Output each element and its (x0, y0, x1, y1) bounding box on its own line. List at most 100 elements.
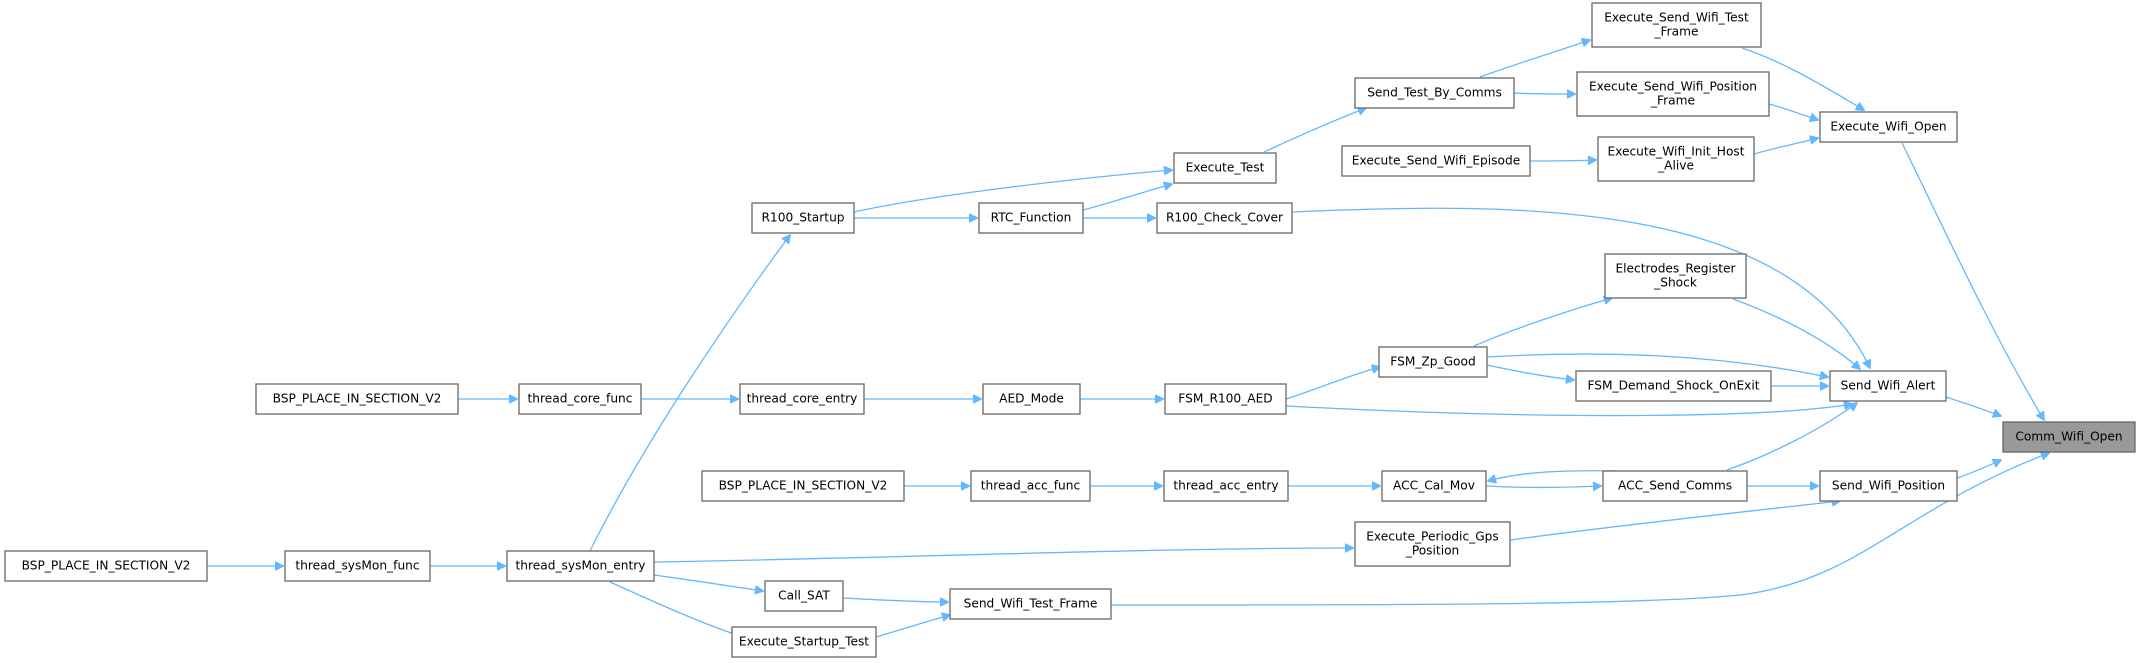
node-label: Send_Test_By_Comms (1367, 86, 1502, 100)
node-label: Execute_Periodic_Gps (1366, 530, 1499, 544)
node-box (701, 470, 905, 502)
node-label: FSM_R100_AED (1178, 392, 1272, 406)
node-thread-sysmon-func[interactable]: thread_sysMon_func (284, 550, 431, 582)
node-box (1156, 202, 1293, 234)
node-box (1819, 111, 1958, 143)
node-aed-mode[interactable]: AED_Mode (982, 383, 1081, 415)
edge-r100-check-cover-to-send-wifi-alert (1291, 207, 1870, 368)
node-execute-wifi-init-host-alive[interactable]: Execute_Wifi_Init_Host_Alive (1597, 136, 1755, 182)
node-box (506, 550, 655, 582)
node-box (1597, 136, 1755, 182)
node-label: ACC_Send_Comms (1618, 479, 1732, 493)
node-thread-sysmon-entry[interactable]: thread_sysMon_entry (506, 550, 655, 582)
node-execute-send-wifi-position-frame[interactable]: Execute_Send_Wifi_Position_Frame (1576, 71, 1770, 117)
node-send-wifi-test-frame[interactable]: Send_Wifi_Test_Frame (949, 588, 1112, 620)
node-execute-test[interactable]: Execute_Test (1173, 152, 1277, 184)
node-box (970, 470, 1091, 502)
node-box (1164, 383, 1287, 415)
node-box (4, 550, 208, 582)
node-bsp-core[interactable]: BSP_PLACE_IN_SECTION_V2 (255, 383, 459, 415)
edge-acc-send-comms-to-send-wifi-alert (1726, 403, 1857, 471)
node-r100-startup[interactable]: R100_Startup (751, 202, 855, 234)
node-label: Send_Wifi_Alert (1841, 379, 1936, 393)
node-label: _Frame (1650, 94, 1695, 108)
edge-fsm-r100-aed-to-fsm-zp-good (1285, 367, 1380, 400)
node-label: BSP_PLACE_IN_SECTION_V2 (22, 559, 191, 573)
edge-execute-startup-test-to-send-wifi-test-frame (875, 615, 950, 638)
node-bsp-acc[interactable]: BSP_PLACE_IN_SECTION_V2 (701, 470, 905, 502)
edge-fsm-zp-good-to-electrodes-register-shock (1473, 298, 1612, 347)
node-thread-acc-entry[interactable]: thread_acc_entry (1163, 470, 1289, 502)
node-box (255, 383, 459, 415)
node-thread-core-func[interactable]: thread_core_func (518, 383, 642, 415)
node-label: RTC_Function (991, 211, 1072, 225)
node-label: BSP_PLACE_IN_SECTION_V2 (273, 392, 442, 406)
edge-execute-send-wifi-episode-to-execute-wifi-init-host-alive (1529, 160, 1596, 161)
edge-execute-wifi-init-host-alive-to-execute-wifi-open (1753, 138, 1818, 155)
edge-execute-wifi-open-to-comm-wifi-open (1901, 142, 2044, 420)
node-fsm-zp-good[interactable]: FSM_Zp_Good (1378, 346, 1488, 378)
edge-thread-sysmon-entry-to-execute-periodic-gps-position (653, 548, 1353, 563)
edge-call-sat-to-send-wifi-test-frame (842, 597, 948, 602)
edge-thread-sysmon-entry-to-call-sat (653, 574, 763, 591)
node-call-sat[interactable]: Call_SAT (764, 580, 844, 612)
node-send-wifi-alert[interactable]: Send_Wifi_Alert (1829, 370, 1947, 402)
node-comm-wifi-open[interactable]: Comm_Wifi_Open (2002, 421, 2136, 453)
node-box (751, 202, 855, 234)
node-send-test-by-comms[interactable]: Send_Test_By_Comms (1354, 77, 1515, 109)
edges-layer (206, 40, 2049, 638)
node-execute-send-wifi-test-frame[interactable]: Execute_Send_Wifi_Test_Frame (1591, 2, 1762, 48)
edge-thread-sysmon-entry-to-r100-startup (589, 235, 790, 552)
node-label: thread_core_entry (747, 392, 858, 406)
node-box (1575, 370, 1772, 402)
node-box (1381, 470, 1487, 502)
node-thread-core-entry[interactable]: thread_core_entry (739, 383, 865, 415)
node-label: thread_acc_func (981, 479, 1080, 493)
node-label: Comm_Wifi_Open (2015, 430, 2122, 444)
node-electrodes-register-shock[interactable]: Electrodes_Register_Shock (1604, 253, 1747, 299)
node-box (1576, 71, 1770, 117)
node-rtc-function[interactable]: RTC_Function (978, 202, 1084, 234)
nodes-layer: Comm_Wifi_Open Execute_Wifi_OpenSend_Wifi… (4, 2, 2136, 658)
node-r100-check-cover[interactable]: R100_Check_Cover (1156, 202, 1293, 234)
node-box (1173, 152, 1277, 184)
node-label: Execute_Wifi_Open (1830, 120, 1946, 134)
node-label: Send_Wifi_Position (1832, 479, 1945, 493)
edge-send-test-by-comms-to-execute-send-wifi-test-frame (1479, 40, 1590, 78)
node-label: thread_sysMon_func (295, 559, 419, 573)
node-label: _Position (1405, 544, 1460, 558)
node-fsm-r100-aed[interactable]: FSM_R100_AED (1164, 383, 1287, 415)
node-execute-send-wifi-episode[interactable]: Execute_Send_Wifi_Episode (1341, 145, 1531, 177)
node-label: _Alive (1657, 159, 1694, 173)
node-label: Electrodes_Register (1615, 262, 1736, 276)
node-label: ACC_Cal_Mov (1393, 479, 1475, 493)
node-label: FSM_Zp_Good (1390, 355, 1475, 369)
node-fsm-demand-shock-onexit[interactable]: FSM_Demand_Shock_OnExit (1575, 370, 1772, 402)
node-label: Execute_Send_Wifi_Test (1604, 11, 1749, 25)
node-label: Execute_Send_Wifi_Episode (1352, 154, 1520, 168)
node-send-wifi-position[interactable]: Send_Wifi_Position (1819, 470, 1958, 502)
node-box (978, 202, 1084, 234)
node-box (1354, 521, 1511, 567)
node-thread-acc-func[interactable]: thread_acc_func (970, 470, 1091, 502)
node-label: Execute_Test (1186, 161, 1265, 175)
node-execute-wifi-open[interactable]: Execute_Wifi_Open (1819, 111, 1958, 143)
edge-rtc-function-to-execute-test (1082, 184, 1172, 211)
node-box (739, 383, 865, 415)
edge-execute-periodic-gps-position-to-send-wifi-position (1509, 501, 1840, 541)
node-box (1163, 470, 1289, 502)
edge-fsm-r100-aed-to-send-wifi-alert (1285, 404, 1852, 417)
node-label: _Frame (1653, 25, 1698, 39)
node-box (1591, 2, 1762, 48)
edge-fsm-zp-good-to-fsm-demand-shock-onexit (1486, 364, 1574, 380)
edge-send-wifi-test-frame-to-comm-wifi-open (1110, 453, 2049, 606)
node-box (1819, 470, 1958, 502)
node-execute-periodic-gps-position[interactable]: Execute_Periodic_Gps_Position (1354, 521, 1511, 567)
edge-acc-send-comms-to-acc-cal-mov (1488, 470, 1618, 481)
node-bsp-sysmon[interactable]: BSP_PLACE_IN_SECTION_V2 (4, 550, 208, 582)
node-acc-send-comms[interactable]: ACC_Send_Comms (1602, 470, 1748, 502)
node-execute-startup-test[interactable]: Execute_Startup_Test (731, 626, 877, 658)
edge-acc-cal-mov-to-acc-send-comms (1485, 486, 1601, 488)
node-acc-cal-mov[interactable]: ACC_Cal_Mov (1381, 470, 1487, 502)
node-label: Execute_Startup_Test (739, 635, 869, 649)
